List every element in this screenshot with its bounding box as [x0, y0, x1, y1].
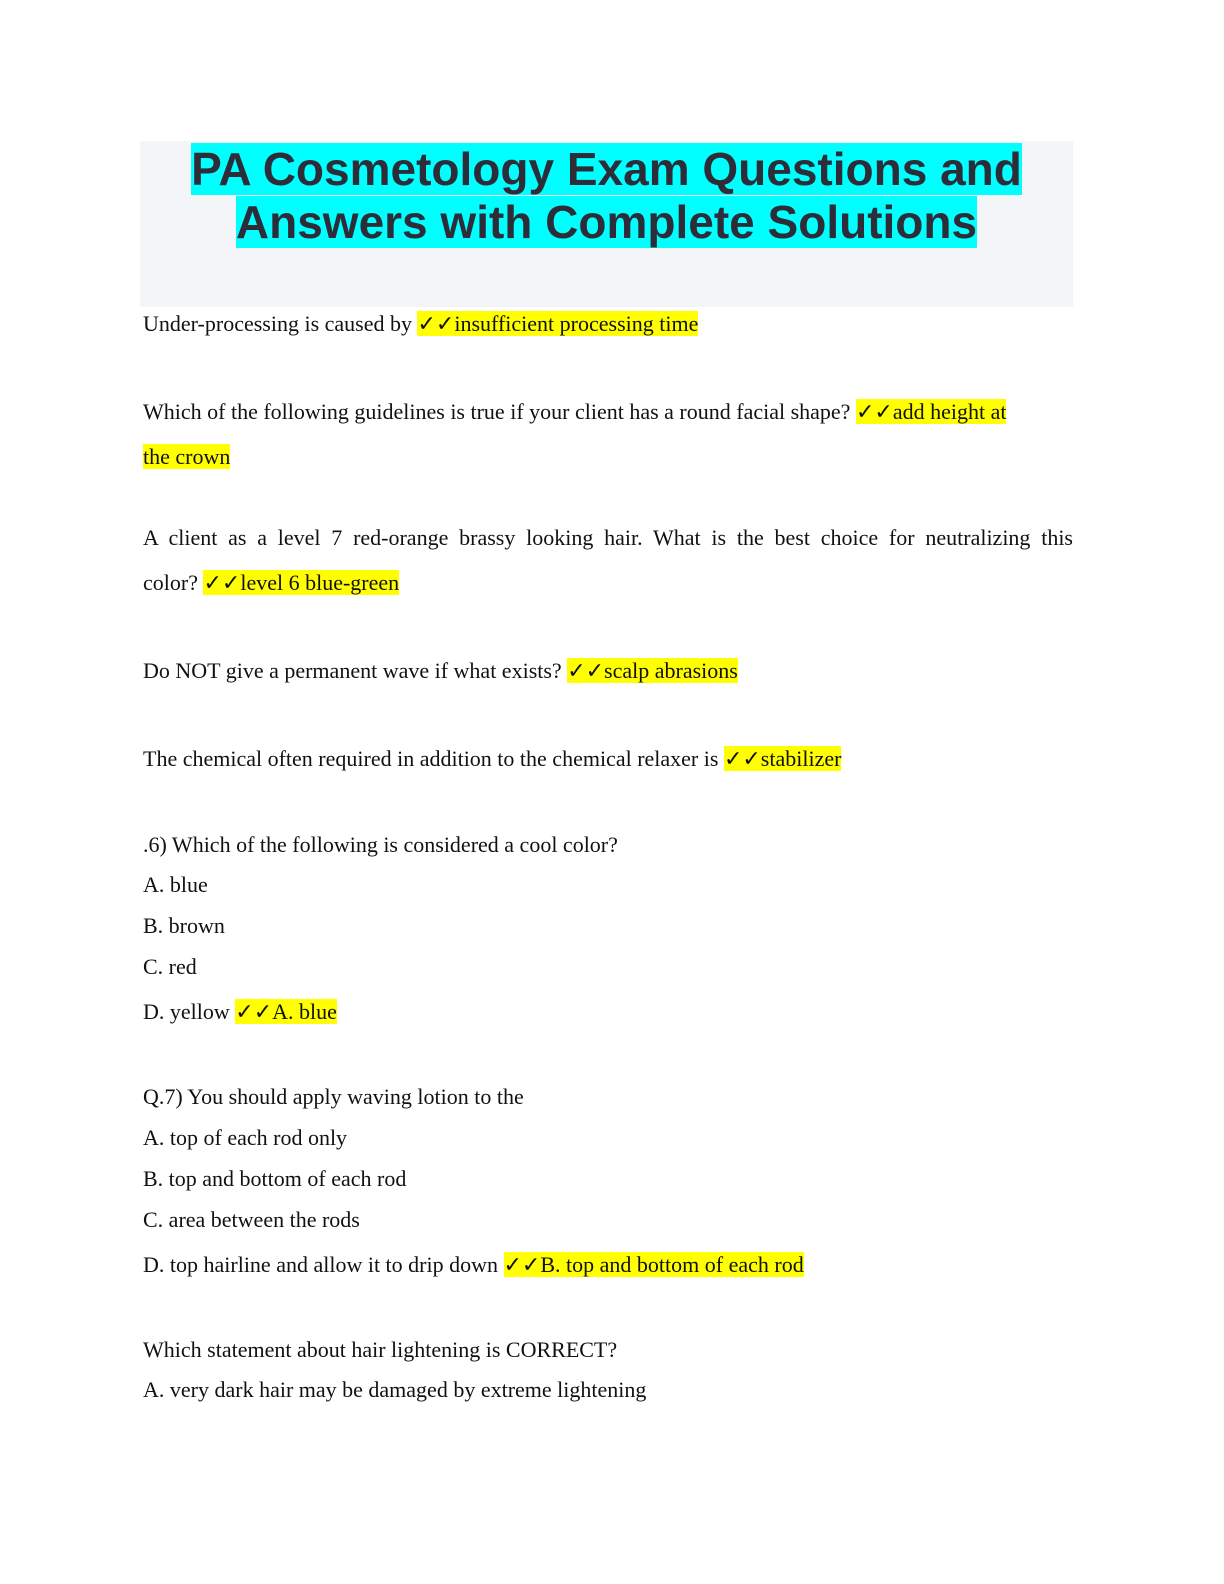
question-8: Which statement about hair lightening is…: [143, 1335, 1073, 1365]
option-item: A. blue: [143, 870, 1073, 900]
answer-highlight: ✓✓level 6 blue-green: [203, 570, 400, 595]
title-banner: PA Cosmetology Exam Questions and Answer…: [140, 141, 1073, 307]
option-item: D. top hairline and allow it to drip dow…: [143, 1250, 1073, 1280]
answer-highlight: the crown: [143, 444, 231, 469]
question-7: Q.7) You should apply waving lotion to t…: [143, 1082, 1073, 1112]
option-item: B. top and bottom of each rod: [143, 1164, 1073, 1194]
option-text: C. red: [143, 954, 197, 979]
question-2-line-1: Which of the following guidelines is tru…: [143, 397, 1073, 427]
question-5: The chemical often required in addition …: [143, 744, 1073, 774]
document-title: PA Cosmetology Exam Questions and Answer…: [140, 143, 1073, 249]
option-item: D. yellow ✓✓A. blue: [143, 997, 1073, 1027]
title-line-2: Answers with Complete Solutions: [235, 196, 978, 248]
question-3-line-2: color? ✓✓level 6 blue-green: [143, 568, 1073, 598]
question-text: Which of the following guidelines is tru…: [143, 399, 856, 424]
question-3-line-1: A client as a level 7 red-orange brassy …: [143, 523, 1073, 553]
question-text: The chemical often required in addition …: [143, 746, 724, 771]
question-text: A client as a level 7 red-orange brassy …: [143, 525, 1073, 550]
question-2-line-2: the crown: [143, 442, 1073, 472]
question-6: .6) Which of the following is considered…: [143, 830, 1073, 860]
question-text: Which statement about hair lightening is…: [143, 1337, 618, 1362]
option-text: A. very dark hair may be damaged by extr…: [143, 1377, 647, 1402]
answer-highlight: ✓✓scalp abrasions: [567, 658, 738, 683]
option-text: A. blue: [143, 872, 208, 897]
option-text: B. top and bottom of each rod: [143, 1166, 407, 1191]
option-text: D. yellow: [143, 999, 236, 1024]
answer-highlight: ✓✓B. top and bottom of each rod: [503, 1252, 804, 1277]
question-text: .6) Which of the following is considered…: [143, 832, 618, 857]
option-item: A. top of each rod only: [143, 1123, 1073, 1153]
answer-highlight: ✓✓add height at: [855, 399, 1007, 424]
question-text: Do NOT give a permanent wave if what exi…: [143, 658, 568, 683]
answer-highlight: ✓✓A. blue: [235, 999, 337, 1024]
option-item: C. area between the rods: [143, 1205, 1073, 1235]
option-text: D. top hairline and allow it to drip dow…: [143, 1252, 504, 1277]
answer-highlight: ✓✓stabilizer: [723, 746, 842, 771]
option-text: B. brown: [143, 913, 225, 938]
option-item: A. very dark hair may be damaged by extr…: [143, 1375, 1073, 1405]
option-text: A. top of each rod only: [143, 1125, 348, 1150]
answer-highlight: ✓✓insufficient processing time: [417, 311, 699, 336]
question-text: Q.7) You should apply waving lotion to t…: [143, 1084, 524, 1109]
title-line-1: PA Cosmetology Exam Questions and: [191, 143, 1022, 195]
option-item: C. red: [143, 952, 1073, 982]
option-text: C. area between the rods: [143, 1207, 360, 1232]
option-item: B. brown: [143, 911, 1073, 941]
question-1: Under-processing is caused by ✓✓insuffic…: [143, 309, 1073, 339]
question-text: Under-processing is caused by: [143, 311, 418, 336]
question-4: Do NOT give a permanent wave if what exi…: [143, 656, 1073, 686]
question-text: color?: [143, 570, 204, 595]
